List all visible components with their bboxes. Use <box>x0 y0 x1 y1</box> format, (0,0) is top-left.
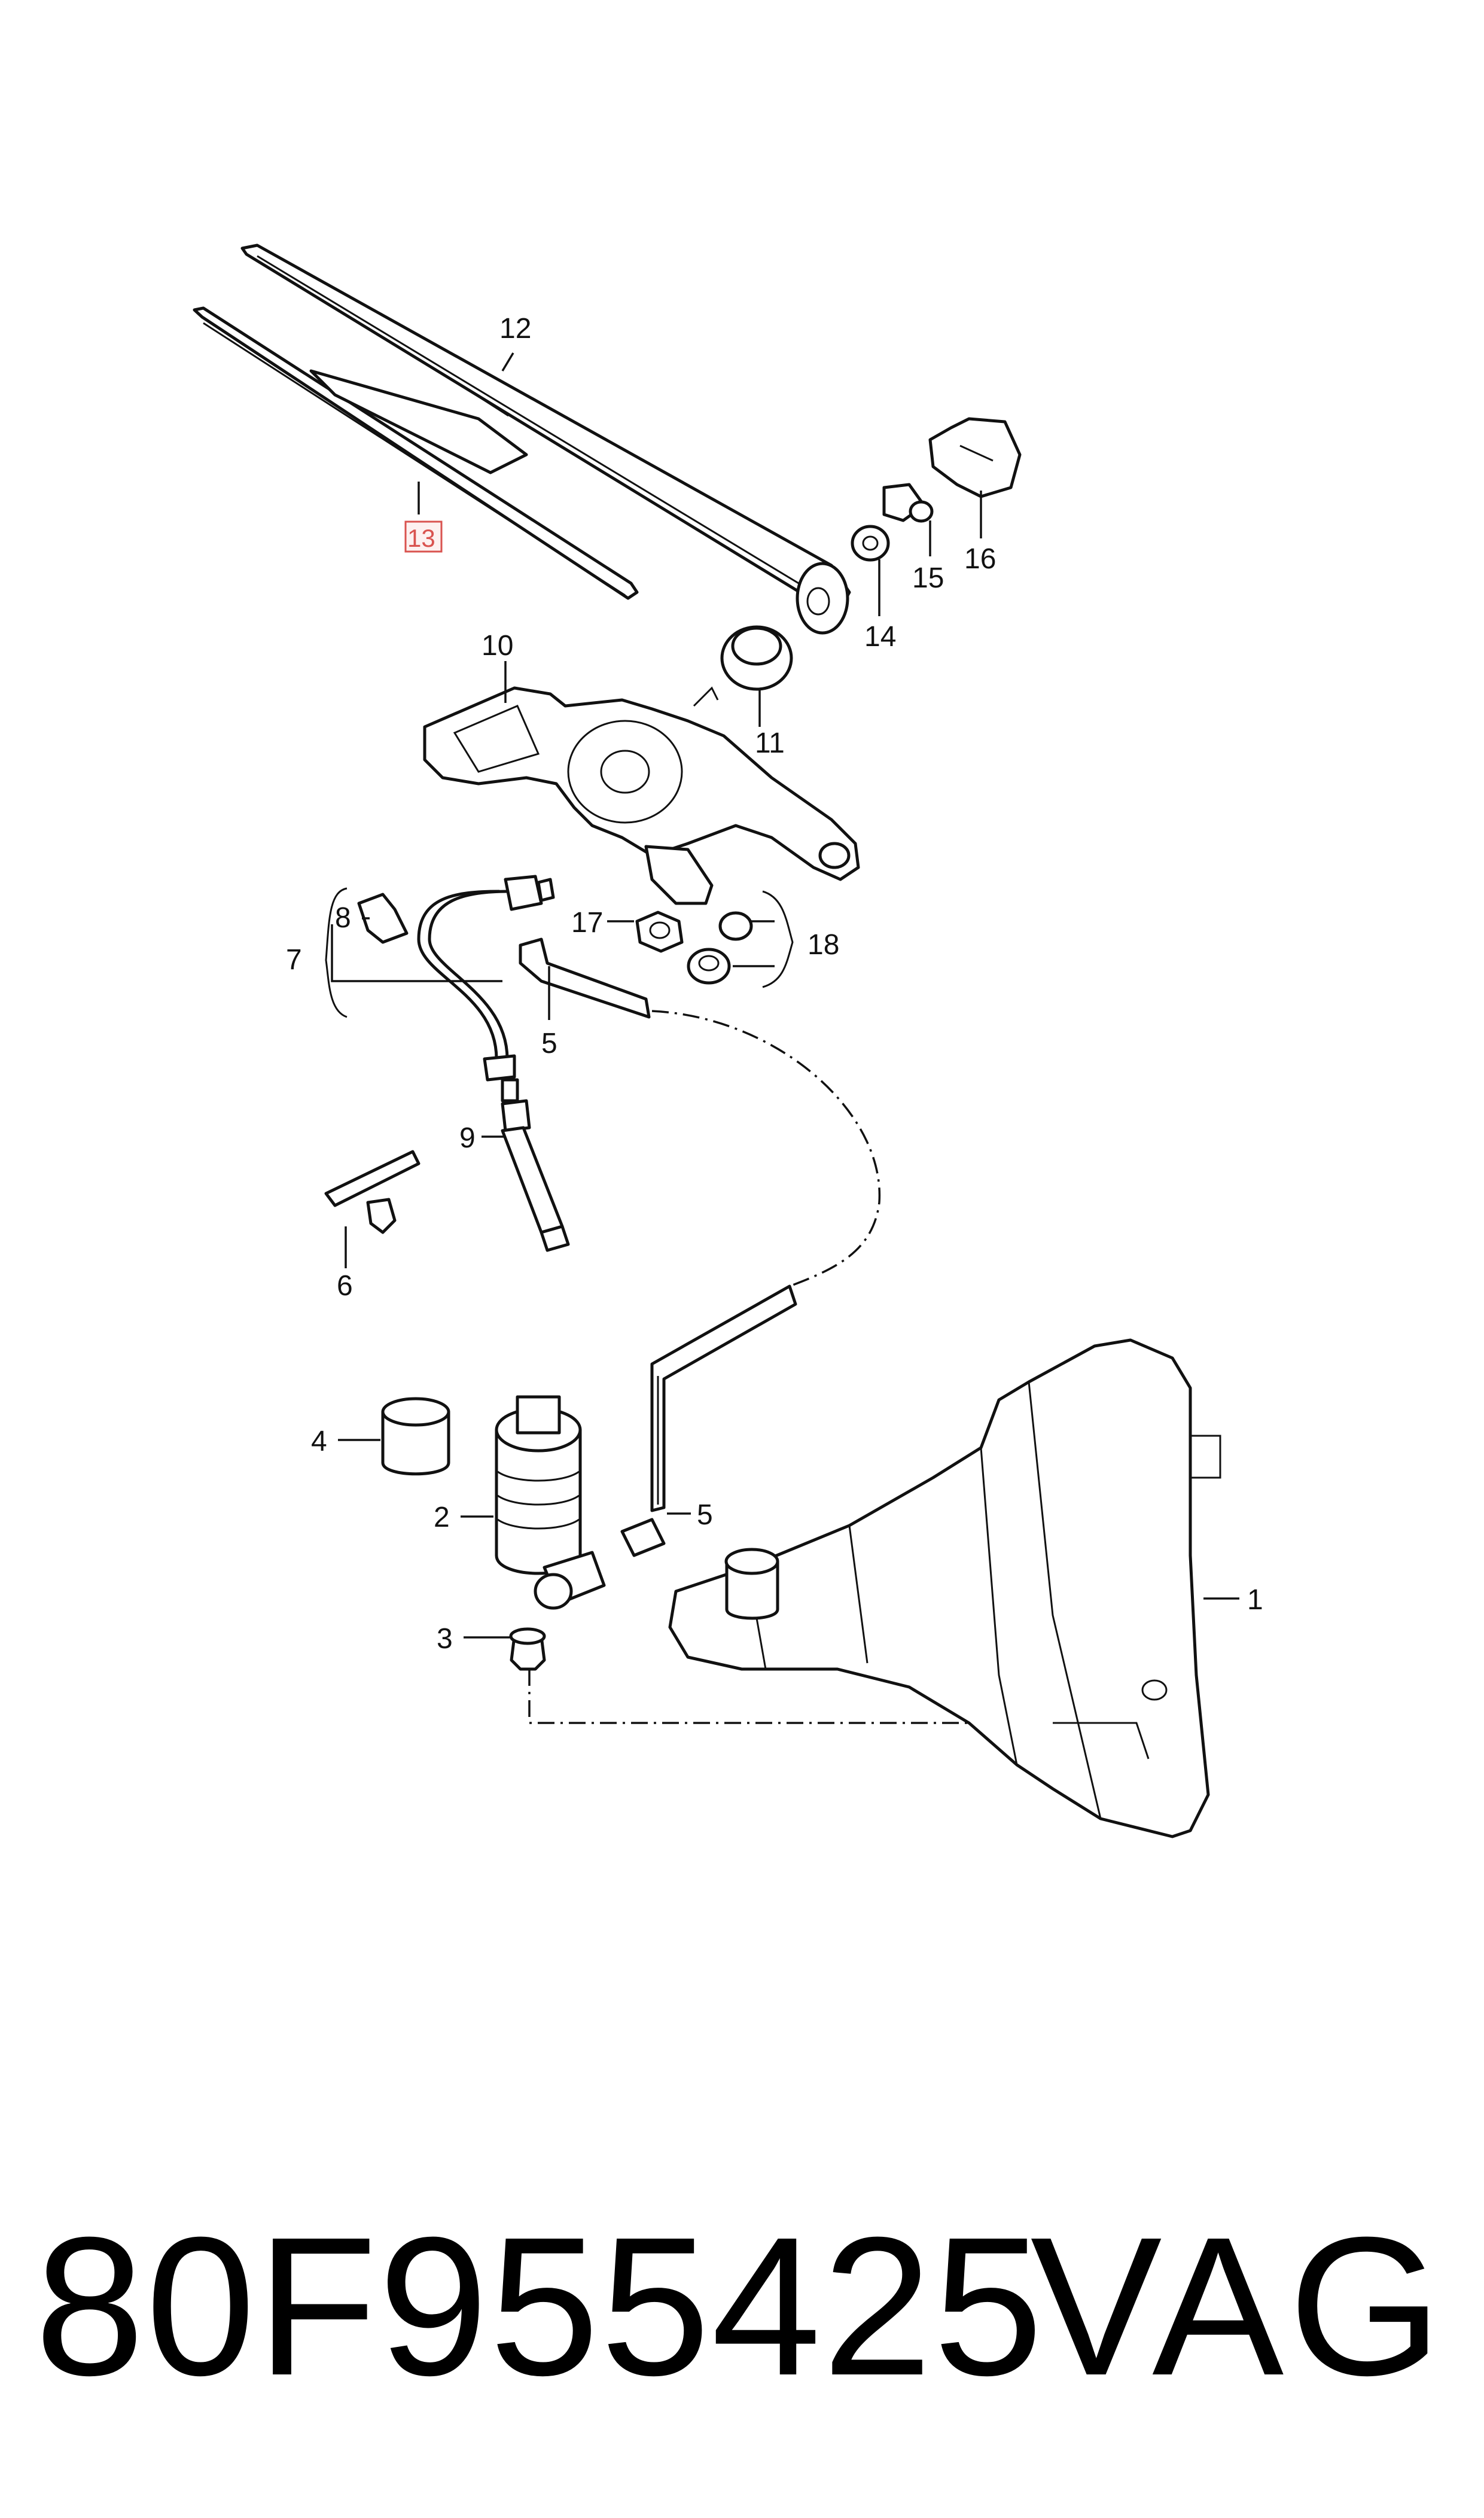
washer-pump-part <box>495 1395 606 1610</box>
callout-18: 18 <box>807 929 839 961</box>
callout-12: 12 <box>499 313 531 345</box>
washer-part <box>851 525 890 562</box>
callout-6: 6 <box>337 1270 353 1302</box>
brand-name: VAG <box>1030 2196 1447 2416</box>
cover-cap-part <box>928 417 1022 498</box>
callout-5-lower: 5 <box>697 1499 713 1531</box>
callout-14: 14 <box>864 621 896 653</box>
bushing-lower-part <box>687 948 731 985</box>
bolt-part <box>635 911 684 953</box>
callout-2: 2 <box>434 1502 450 1533</box>
callout-3: 3 <box>437 1623 453 1655</box>
wiper-arm-part <box>240 243 851 635</box>
callout-8: 8 <box>335 902 351 934</box>
exploded-parts-diagram: 1 2 3 4 5 5 6 7 8 9 10 11 12 13 14 15 16… <box>193 243 1263 1838</box>
mounting-bracket-part <box>324 1150 420 1234</box>
pump-grommet-part <box>509 1627 546 1671</box>
callout-15: 15 <box>912 562 944 594</box>
pump-seal-part <box>381 1397 450 1476</box>
wiper-blade-part <box>193 306 639 600</box>
wiper-motor-part <box>423 686 860 905</box>
spray-nozzle-part <box>501 1126 570 1252</box>
bushing-upper-part <box>718 911 753 941</box>
part-number: 80F955425 <box>35 2196 1044 2416</box>
callout-18-brace <box>762 890 794 988</box>
callout-7-brace <box>325 887 348 1018</box>
callout-1: 1 <box>1247 1584 1263 1616</box>
callout-13-highlight-box: 13 <box>404 520 443 553</box>
nut-part <box>882 483 934 523</box>
callout-9: 9 <box>459 1122 476 1154</box>
washer-hose-line <box>519 937 881 1557</box>
callout-4: 4 <box>311 1426 327 1457</box>
grommet-part <box>720 625 793 691</box>
callout-10: 10 <box>482 630 513 662</box>
callout-7: 7 <box>286 944 302 976</box>
retaining-clip-part <box>357 893 409 944</box>
leader-lines <box>331 352 1239 1639</box>
callout-13: 13 <box>407 524 435 552</box>
washer-fluid-reservoir-part <box>668 1338 1221 1838</box>
grommet-position-line <box>528 1669 1017 1724</box>
callout-16: 16 <box>964 543 996 575</box>
callout-17: 17 <box>571 907 603 939</box>
callout-11: 11 <box>755 727 785 759</box>
callout-5-upper: 5 <box>541 1028 557 1059</box>
washer-hose-assembly <box>417 875 555 1132</box>
